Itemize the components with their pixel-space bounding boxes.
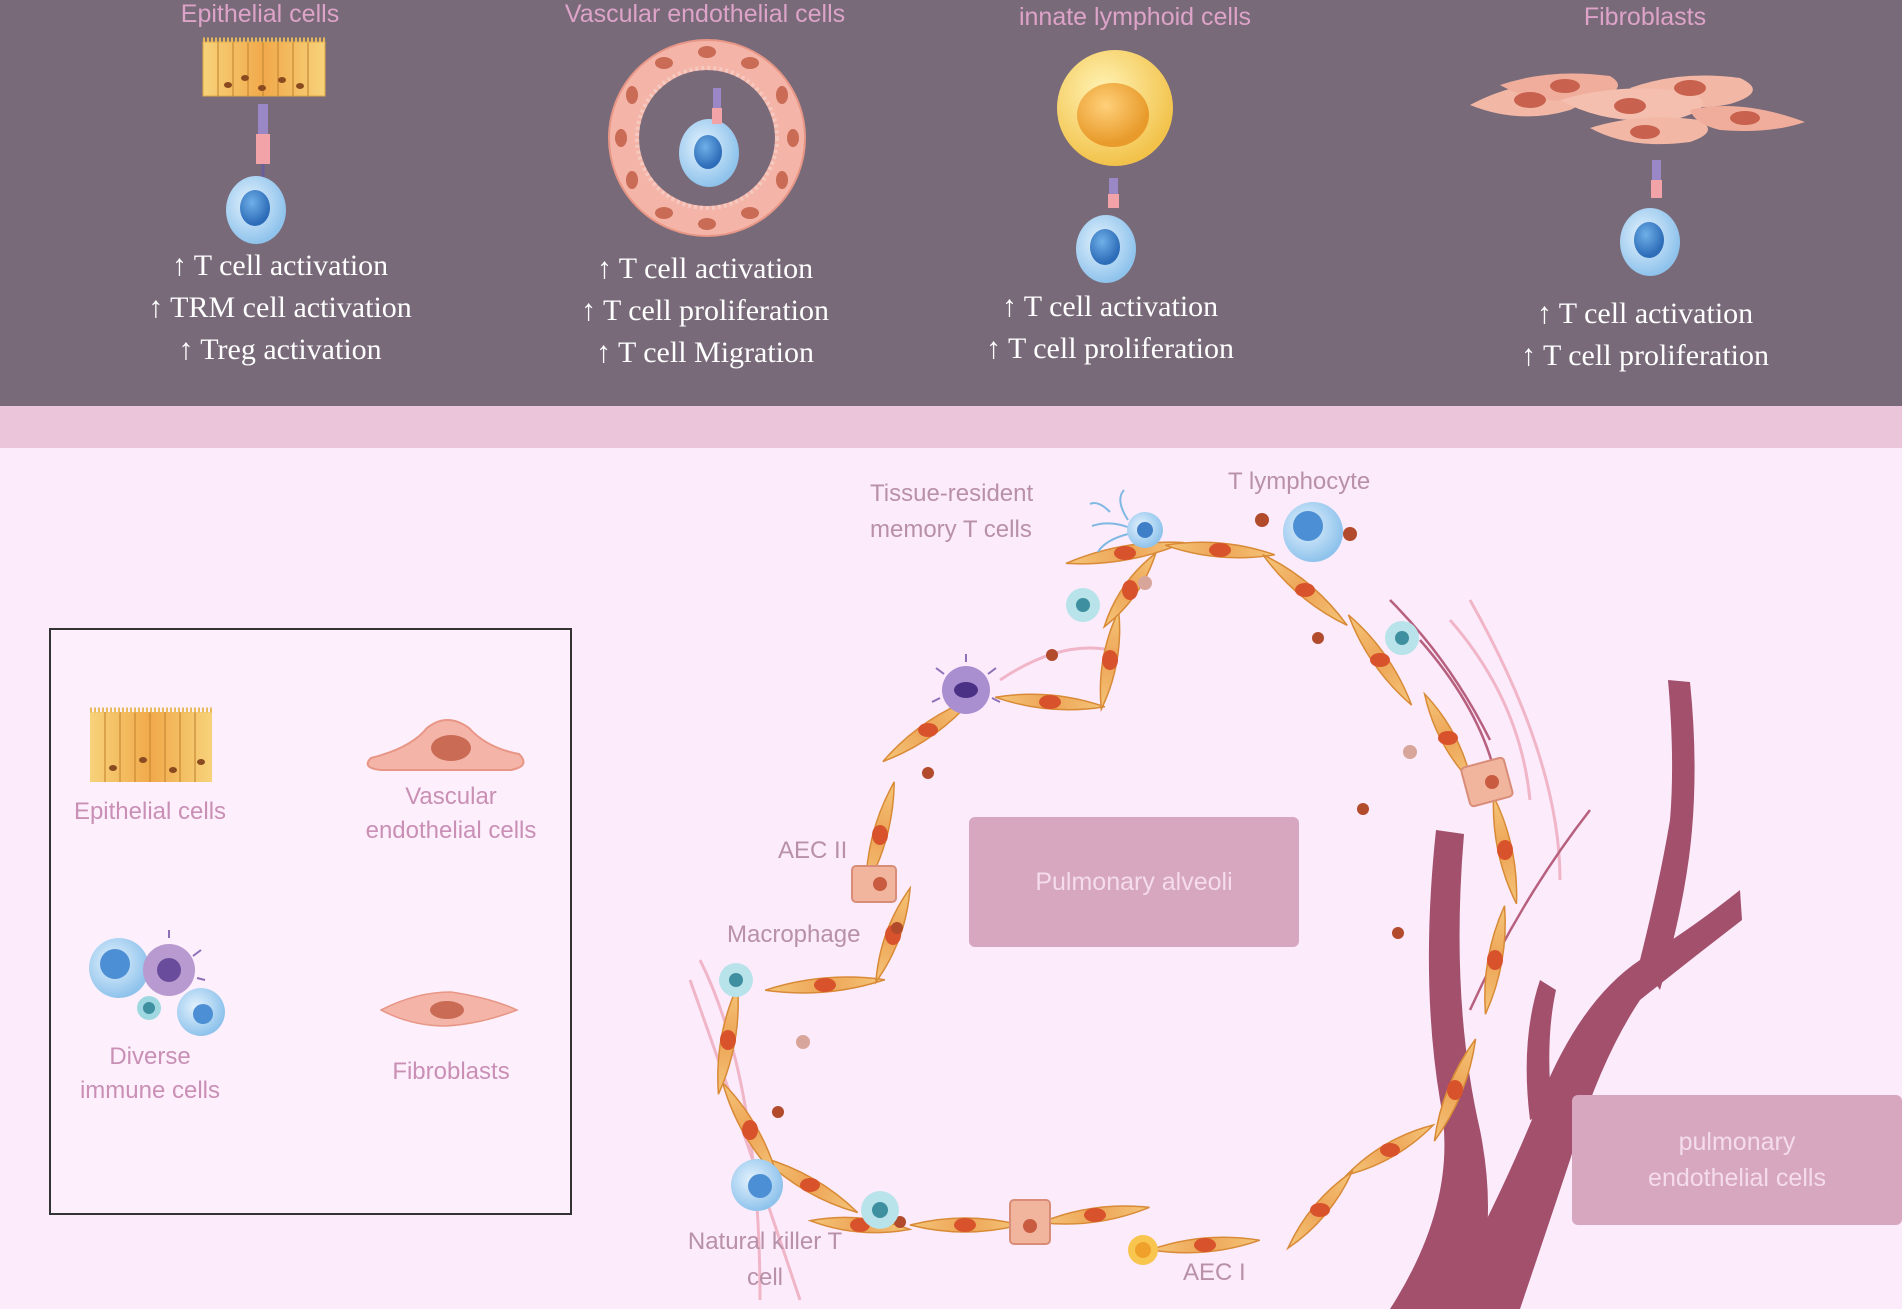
legend-label-line: endothelial cells <box>365 817 537 844</box>
label-nkt: Natural killer T cell <box>670 1224 860 1296</box>
panel-innate-lymphoid: innate lymphoid cells <box>1000 3 1270 32</box>
effect-line: ↑ T cell activation <box>1001 290 1219 323</box>
panel-epithelial-effects: ↑ T cell activation ↑ TRM cell activatio… <box>120 245 440 371</box>
epithelial-layer-icon <box>202 37 326 97</box>
panel-vascular: Vascular endothelial cells <box>545 0 865 29</box>
receptor-icon <box>256 104 270 178</box>
effect-line: ↑ T cell proliferation <box>1521 339 1769 372</box>
vascular-endothelial-cell-icon <box>366 719 525 771</box>
innate-lymphoid-cell-icon <box>1057 50 1173 208</box>
panel-fibroblasts: Fibroblasts <box>1545 3 1745 32</box>
effect-line: ↑ T cell Migration <box>595 336 815 369</box>
label-aec2: AEC II <box>778 837 848 864</box>
t-cell-icon <box>1620 208 1680 276</box>
panel-vascular-effects: ↑ T cell activation ↑ T cell proliferati… <box>540 248 870 374</box>
diverse-immune-cells-icon <box>89 930 225 1036</box>
pulmonary-endothelial-box: pulmonary endothelial cells <box>1572 1095 1902 1225</box>
top-panel-illustrations <box>202 37 1805 283</box>
label-t-lymphocyte: T lymphocyte <box>1228 468 1371 495</box>
label-trm: Tissue-resident memory T cells <box>870 476 1033 548</box>
pulmonary-endothelial-label: pulmonary endothelial cells <box>1648 1124 1826 1196</box>
legend-label-line: immune cells <box>79 1077 221 1104</box>
legend-label-epithelial: Epithelial cells <box>73 798 227 825</box>
panel-title: Epithelial cells <box>180 0 340 28</box>
panel-epithelial: Epithelial cells <box>160 0 360 29</box>
alveoli-box: Pulmonary alveoli <box>969 817 1299 947</box>
legend-label-immune: Diverse immune cells <box>65 1040 235 1108</box>
legend-label-fibroblasts: Fibroblasts <box>392 1058 510 1085</box>
alveoli-label: Pulmonary alveoli <box>1035 868 1233 896</box>
effect-line: ↑ T cell activation <box>171 249 389 282</box>
label-line: Natural killer T <box>687 1228 843 1255</box>
legend-label-line: Vascular <box>405 783 497 810</box>
label-aec1: AEC I <box>1183 1259 1246 1286</box>
vascular-ring-icon <box>608 39 806 237</box>
panel-title: innate lymphoid cells <box>1018 3 1252 31</box>
divider-band <box>0 406 1902 448</box>
label-line: Tissue-resident <box>870 480 1034 507</box>
effect-line: ↑ T cell proliferation <box>581 294 829 327</box>
label-line: memory T cells <box>870 516 1032 543</box>
legend-box: Epithelial cells Vascular endothelial ce… <box>49 628 572 1215</box>
label-macrophage: Macrophage <box>727 921 861 948</box>
panel-title: Vascular endothelial cells <box>564 0 846 28</box>
legend-label-vascular: Vascular endothelial cells <box>341 780 561 848</box>
effect-line: ↑ Treg activation <box>178 333 382 366</box>
fibroblast-cluster-icon <box>1470 73 1805 198</box>
legend-icons <box>89 707 525 1036</box>
panel-innate-lymphoid-effects: ↑ T cell activation ↑ T cell proliferati… <box>960 286 1260 370</box>
effect-line: ↑ TRM cell activation <box>148 291 412 324</box>
label-line: pulmonary <box>1678 1128 1796 1156</box>
t-cell-icon <box>226 176 286 244</box>
label-line: cell <box>746 1264 783 1291</box>
effect-line: ↑ T cell proliferation <box>986 332 1234 365</box>
panel-title: Fibroblasts <box>1583 3 1707 31</box>
t-cell-icon <box>1076 215 1136 283</box>
effect-line: ↑ T cell activation <box>1536 297 1754 330</box>
effect-line: ↑ T cell activation <box>596 252 814 285</box>
label-line: endothelial cells <box>1648 1164 1826 1192</box>
epithelial-cells-icon <box>90 707 212 782</box>
fibroblast-icon <box>379 991 519 1027</box>
legend-label-line: Diverse <box>109 1043 191 1070</box>
panel-fibroblasts-effects: ↑ T cell activation ↑ T cell proliferati… <box>1490 293 1800 377</box>
